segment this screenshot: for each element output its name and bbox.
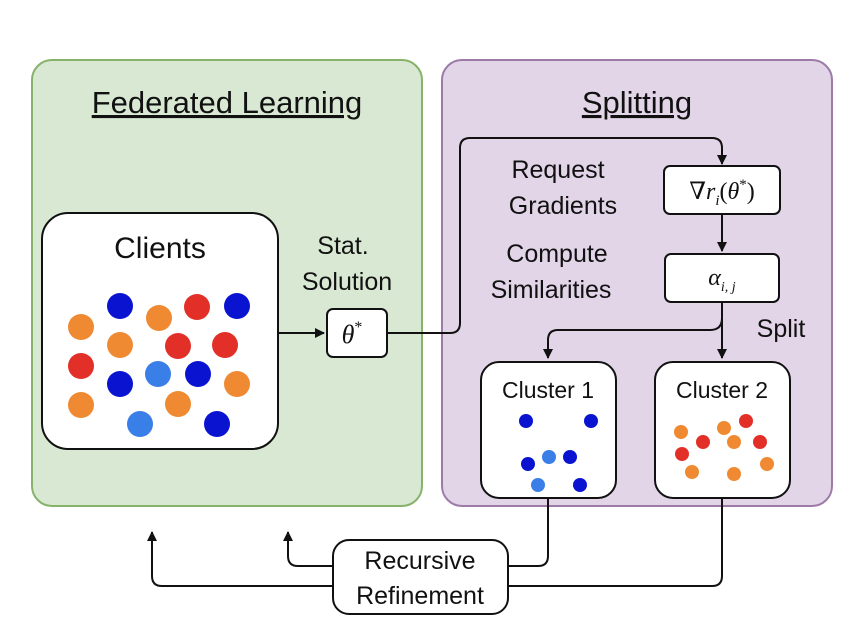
- client-dot-orange: [107, 332, 133, 358]
- split-label: Split: [757, 315, 806, 343]
- cluster-2-dot-red: [739, 414, 753, 428]
- clients-title: Clients: [114, 232, 206, 265]
- client-dot-lightblue: [127, 411, 153, 437]
- client-dot-blue: [107, 293, 133, 319]
- stat-label-line2: Solution: [302, 268, 392, 296]
- compute-label-line2: Similarities: [491, 276, 612, 304]
- cluster-1-dot-blue: [573, 478, 587, 492]
- federated-learning-title: Federated Learning: [92, 85, 363, 120]
- recursive-refinement-box: [332, 539, 509, 615]
- cluster-2-dot-orange: [760, 457, 774, 471]
- client-dot-red: [184, 294, 210, 320]
- client-dot-red: [212, 332, 238, 358]
- cluster-1-dot-blue: [521, 457, 535, 471]
- gradient-formula: ∇ri(θ*): [689, 177, 755, 209]
- client-dot-orange: [165, 391, 191, 417]
- client-dot-orange: [146, 305, 172, 331]
- cluster-1-dot-lightblue: [542, 450, 556, 464]
- client-dot-blue: [107, 371, 133, 397]
- theta-symbol: θ*: [342, 319, 363, 349]
- stat-label-line1: Stat.: [317, 232, 368, 260]
- client-dot-red: [165, 333, 191, 359]
- client-dot-blue: [204, 411, 230, 437]
- cluster-2-dot-orange: [685, 465, 699, 479]
- clients-box: [41, 212, 279, 450]
- cluster-2-dot-orange: [674, 425, 688, 439]
- client-dot-orange: [224, 371, 250, 397]
- request-label-line2: Gradients: [509, 192, 617, 220]
- cluster-2-dot-orange: [717, 421, 731, 435]
- cluster-2-dot-red: [696, 435, 710, 449]
- cluster-2-dot-orange: [727, 467, 741, 481]
- client-dot-blue: [185, 361, 211, 387]
- client-dot-orange: [68, 314, 94, 340]
- client-dot-orange: [68, 392, 94, 418]
- client-dot-red: [68, 353, 94, 379]
- client-dot-lightblue: [145, 361, 171, 387]
- request-label-line1: Request: [511, 156, 604, 184]
- cluster-2-dots: [674, 414, 774, 481]
- arrow-theta-to-gradients: [387, 137, 727, 334]
- cluster-1-dot-blue: [563, 450, 577, 464]
- compute-label-line1: Compute: [506, 240, 607, 268]
- splitting-title: Splitting: [582, 85, 692, 120]
- cluster-1-dot-lightblue: [531, 478, 545, 492]
- recursive-label-line2: Refinement: [356, 582, 484, 610]
- client-dots: [68, 293, 250, 437]
- cluster-2-dot-orange: [727, 435, 741, 449]
- cluster-1-dot-blue: [519, 414, 533, 428]
- cluster-2-dot-red: [675, 447, 689, 461]
- cluster-1-title: Cluster 1: [502, 377, 594, 403]
- recursive-label-line1: Recursive: [364, 547, 475, 575]
- cluster-2-dot-red: [753, 435, 767, 449]
- alpha-formula: αi, j: [708, 265, 735, 295]
- cluster-1-dots: [519, 414, 598, 492]
- cluster-1-dot-blue: [584, 414, 598, 428]
- cluster-2-title: Cluster 2: [676, 377, 768, 403]
- client-dot-blue: [224, 293, 250, 319]
